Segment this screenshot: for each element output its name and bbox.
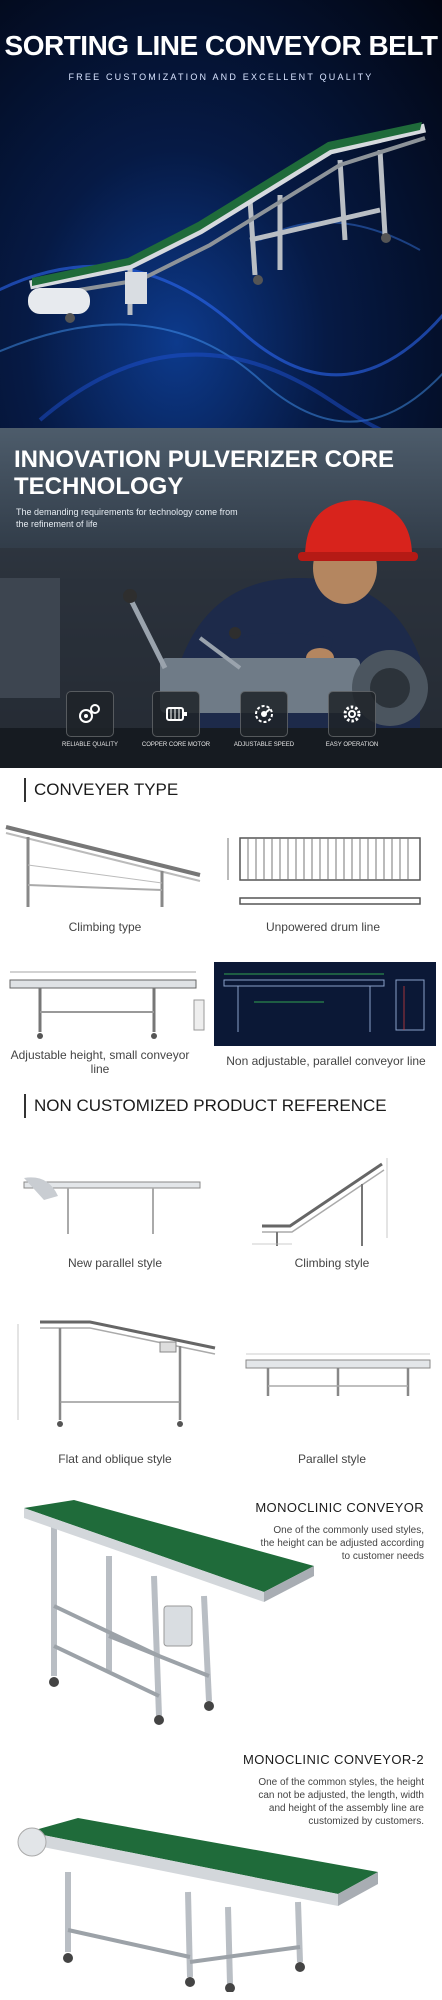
climbing-type-drawing	[5, 825, 201, 907]
feature-label: COPPER CORE MOTOR	[141, 742, 211, 748]
feature-label: EASY OPERATION	[325, 742, 379, 748]
monoclinic-conveyor-2-photo	[17, 1818, 378, 1992]
hero-subtitle: FREE CUSTOMIZATION AND EXCELLENT QUALITY	[68, 72, 374, 82]
hero-banner: SORTING LINE CONVEYOR BELT FREE CUSTOMIZ…	[0, 0, 442, 428]
feature-label: ADJUSTABLE SPEED	[233, 742, 295, 748]
speed-gear-icon	[240, 691, 288, 737]
unpowered-drum-line-drawing	[227, 837, 421, 905]
settings-gear-icon	[328, 691, 376, 737]
innovation-subtitle: The demanding requirements for technolog…	[16, 507, 238, 529]
flat-oblique-style-drawing	[17, 1320, 216, 1427]
hero-title: SORTING LINE CONVEYOR BELT	[4, 30, 438, 61]
climbing-style-drawing	[252, 1158, 388, 1246]
innovation-title: INNOVATION PULVERIZER CORE TECHNOLOGY	[14, 446, 395, 500]
parallel-style-drawing	[245, 1353, 431, 1396]
caption-parallel-conveyor: Non adjustable, parallel conveyor line	[226, 1054, 426, 1068]
monoclinic-2-description: One of the common styles, the height can…	[258, 1777, 424, 1827]
hero-illustration	[0, 122, 442, 428]
caption-climbing-type: Climbing type	[68, 920, 142, 934]
caption-adjustable-height: Adjustable height, small conveyor line	[10, 1048, 190, 1076]
conveyer-type-heading: CONVEYER TYPE	[24, 778, 178, 802]
monoclinic-2-title: MONOCLINIC CONVEYOR-2	[242, 1752, 424, 1767]
product-reference-heading: NON CUSTOMIZED PRODUCT REFERENCE	[24, 1094, 387, 1118]
adjustable-height-conveyor-drawing	[9, 971, 205, 1039]
caption-flat-oblique-style: Flat and oblique style	[58, 1452, 172, 1466]
caption-climbing-style: Climbing style	[294, 1256, 370, 1270]
monoclinic-description: One of the commonly used styles, the hei…	[260, 1525, 424, 1562]
caption-parallel-style: Parallel style	[297, 1452, 367, 1466]
caption-unpowered-drum-line: Unpowered drum line	[265, 920, 381, 934]
feature-label: RELIABLE QUALITY	[61, 742, 119, 748]
gear-cluster-icon	[66, 691, 114, 737]
monoclinic-conveyor-photo	[24, 1500, 314, 1725]
new-parallel-style-drawing	[23, 1177, 201, 1234]
motor-icon	[152, 691, 200, 737]
parallel-conveyor-cad-drawing	[214, 962, 436, 1046]
feature-icon-row: RELIABLE QUALITY COPPER CORE MOTOR ADJUS…	[0, 691, 442, 751]
monoclinic-title: MONOCLINIC CONVEYOR	[255, 1500, 424, 1515]
caption-new-parallel-style: New parallel style	[67, 1256, 163, 1270]
innovation-banner: INNOVATION PULVERIZER CORE TECHNOLOGY Th…	[0, 428, 442, 768]
